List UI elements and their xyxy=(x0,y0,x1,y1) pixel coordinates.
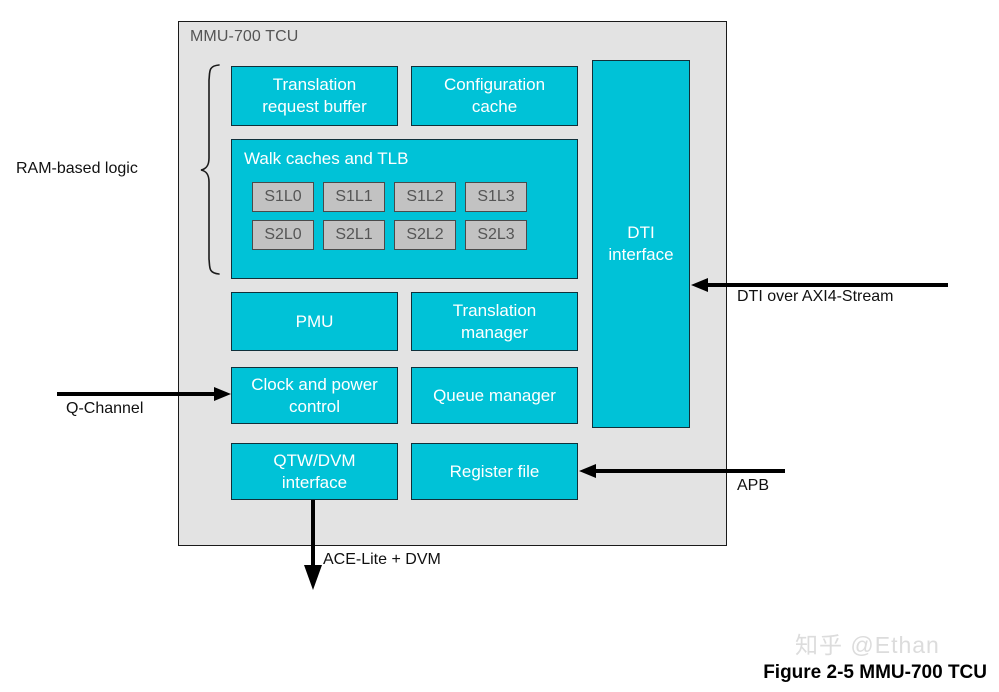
watermark: 知乎 @Ethan xyxy=(795,632,940,658)
cache-cell-s2l3[interactable]: S2L3 xyxy=(465,220,527,250)
walk-caches-title: Walk caches and TLB xyxy=(244,149,409,168)
ace-lite-dvm-label: ACE-Lite + DVM xyxy=(323,551,441,568)
cache-cell-s1l2[interactable]: S1L2 xyxy=(394,182,456,212)
block-translation-manager[interactable]: Translation manager xyxy=(411,292,578,351)
cache-cell-s1l0[interactable]: S1L0 xyxy=(252,182,314,212)
cache-cell-grid: S1L0 S1L1 S1L2 S1L3 S2L0 S2L1 S2L2 S2L3 xyxy=(252,182,527,250)
cache-cell-s2l0[interactable]: S2L0 xyxy=(252,220,314,250)
pmu-label: PMU xyxy=(295,311,334,331)
block-walk-caches-and-tlb[interactable]: Walk caches and TLB S1L0 S1L1 S1L2 S1L3 … xyxy=(231,139,578,279)
qtw-dvm-line1: QTW/DVM xyxy=(273,450,356,470)
block-qtw-dvm-interface[interactable]: QTW/DVM interface xyxy=(231,443,398,500)
translation-request-buffer-line1: Translation xyxy=(272,75,357,94)
block-translation-request-buffer[interactable]: Translation request buffer xyxy=(231,66,398,126)
ram-based-logic-label: RAM-based logic xyxy=(16,160,138,177)
dti-interface-line2: interface xyxy=(608,245,674,264)
block-register-file[interactable]: Register file xyxy=(411,443,578,500)
clock-power-line1: Clock and power xyxy=(251,374,378,394)
block-dti-interface[interactable]: DTI interface xyxy=(592,60,690,428)
q-channel-label: Q-Channel xyxy=(66,400,144,417)
configuration-cache-line1: Configuration xyxy=(443,75,546,94)
clock-power-line2: control xyxy=(288,396,341,416)
queue-manager-label: Queue manager xyxy=(433,385,556,405)
translation-request-buffer-line2: request buffer xyxy=(262,97,367,116)
dti-over-axi4-stream-label: DTI over AXI4-Stream xyxy=(737,288,894,305)
translation-manager-line1: Translation xyxy=(452,300,537,320)
configuration-cache-line2: cache xyxy=(471,97,518,116)
translation-manager-line2: manager xyxy=(460,322,529,342)
register-file-label: Register file xyxy=(449,461,540,481)
dti-interface-line1: DTI xyxy=(627,223,655,242)
cache-cell-s1l1[interactable]: S1L1 xyxy=(323,182,385,212)
block-pmu[interactable]: PMU xyxy=(231,292,398,351)
block-configuration-cache[interactable]: Configuration cache xyxy=(411,66,578,126)
tcu-title: MMU-700 TCU xyxy=(190,28,299,45)
qtw-dvm-line2: interface xyxy=(281,472,348,492)
cache-cell-s2l1[interactable]: S2L1 xyxy=(323,220,385,250)
block-clock-and-power-control[interactable]: Clock and power control xyxy=(231,367,398,424)
block-queue-manager[interactable]: Queue manager xyxy=(411,367,578,424)
cache-cell-s1l3[interactable]: S1L3 xyxy=(465,182,527,212)
figure-caption: Figure 2-5 MMU-700 TCU xyxy=(763,662,987,683)
apb-label: APB xyxy=(737,477,770,494)
cache-cell-s2l2[interactable]: S2L2 xyxy=(394,220,456,250)
